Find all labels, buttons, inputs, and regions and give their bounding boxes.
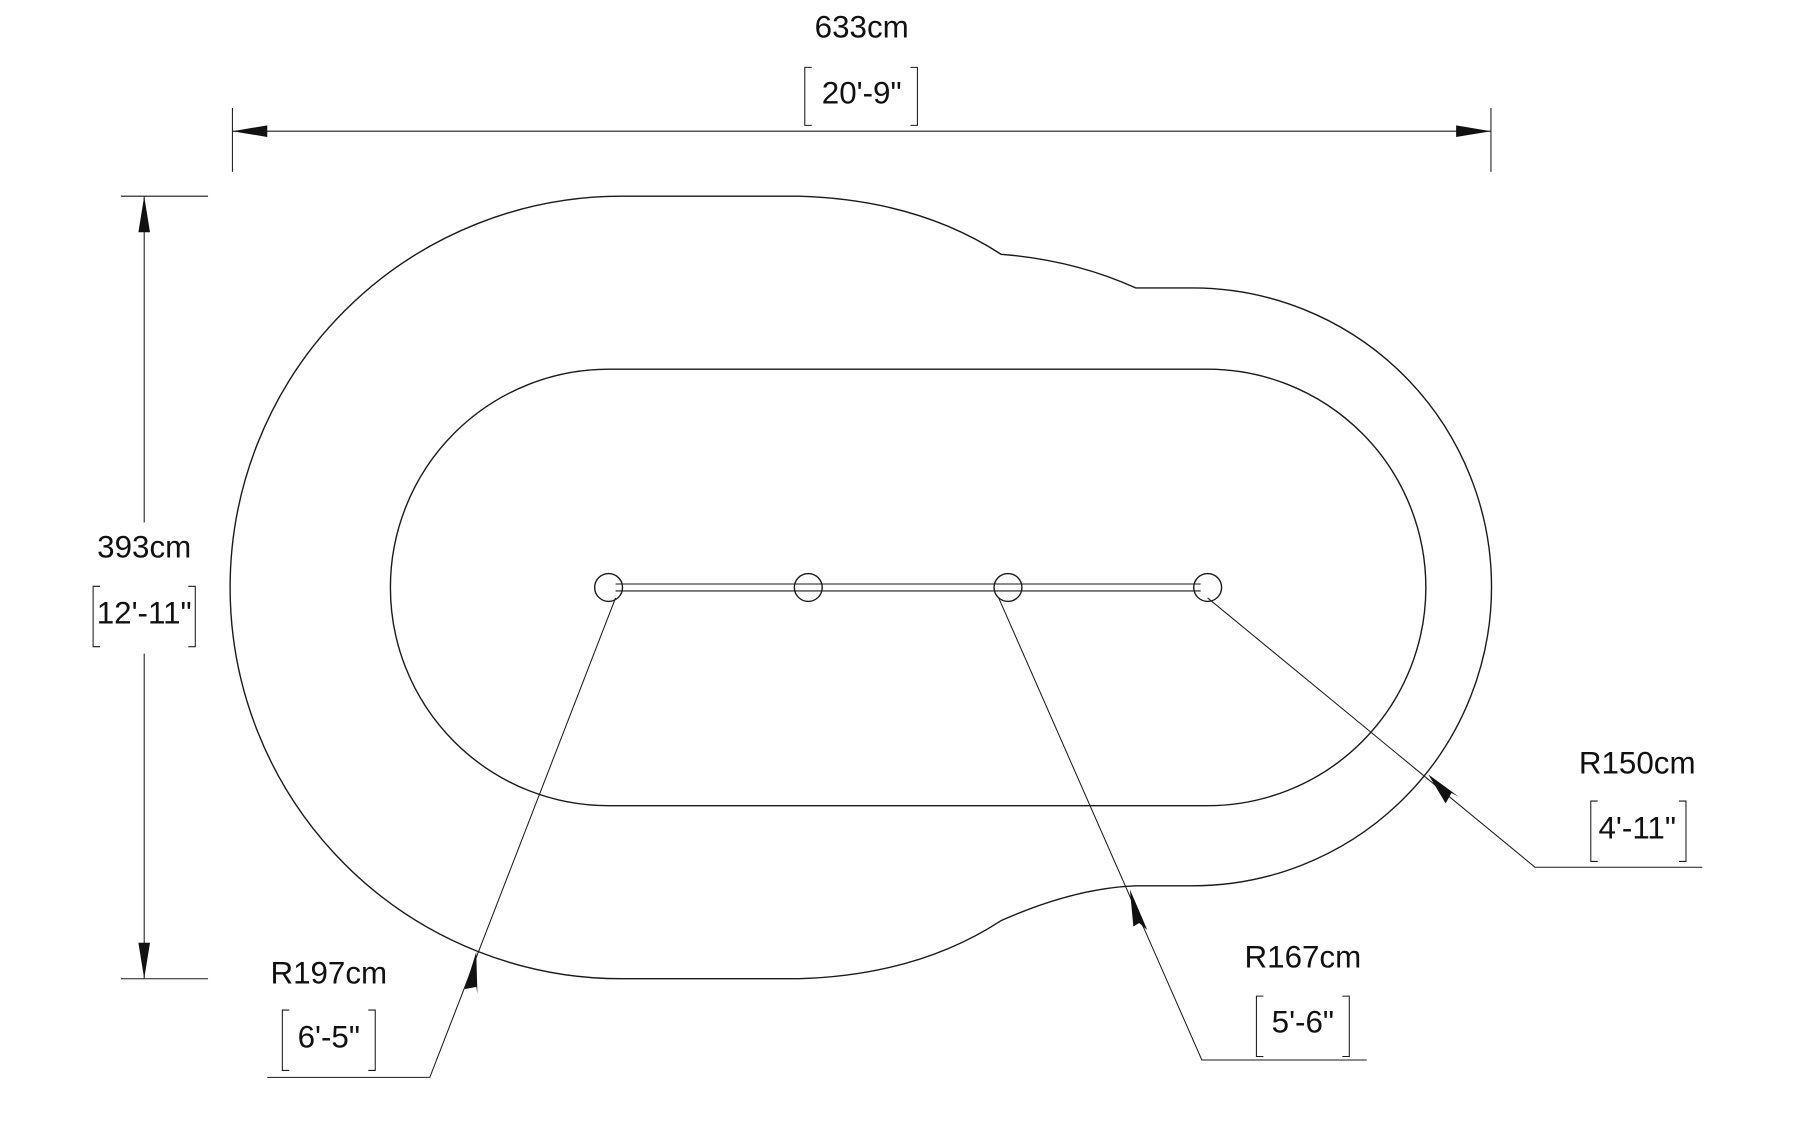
- radius-imperial-label: 5'-6": [1272, 1004, 1334, 1039]
- radius-metric-label: R167cm: [1245, 939, 1362, 974]
- height-dimension: 393cm 12'-11": [92, 195, 209, 980]
- bracket: [1255, 995, 1350, 1058]
- leg-circle: [1193, 572, 1223, 603]
- leader-arrow-icon: [1129, 889, 1148, 930]
- arrow-up-icon: [138, 196, 150, 233]
- bracket: [1590, 800, 1687, 862]
- outer-table-outline: [229, 195, 1493, 980]
- bracket: [92, 585, 196, 648]
- radius-callout-197: R197cm 6'-5": [267, 597, 617, 1078]
- height-imperial-label: 12'-11": [97, 596, 192, 631]
- radius-callout-150: R150cm 4'-11": [1207, 597, 1703, 868]
- arrow-right-icon: [1456, 125, 1491, 137]
- width-metric-label: 633cm: [815, 9, 909, 44]
- radius-callout-167: R167cm 5'-6": [998, 597, 1367, 1061]
- leg-circle: [593, 572, 624, 603]
- radius-imperial-label: 4'-11": [1598, 810, 1675, 845]
- arrow-left-icon: [232, 125, 268, 137]
- leader-arrow-icon: [1428, 774, 1459, 804]
- leader-arrow-icon: [464, 952, 478, 994]
- radius-metric-label: R197cm: [270, 956, 387, 991]
- radius-metric-label: R150cm: [1579, 745, 1696, 780]
- bracket: [804, 66, 918, 126]
- inner-table-outline: [389, 368, 1427, 807]
- leg-circle: [793, 572, 823, 603]
- center-rod: [593, 572, 1223, 603]
- width-dimension: 633cm 20'-9": [231, 9, 1492, 172]
- arrow-down-icon: [138, 942, 150, 979]
- leg-circle: [993, 572, 1023, 603]
- width-imperial-label: 20'-9": [822, 75, 902, 110]
- radius-imperial-label: 6'-5": [298, 1019, 360, 1054]
- height-metric-label: 393cm: [97, 529, 191, 564]
- bracket: [281, 1009, 376, 1071]
